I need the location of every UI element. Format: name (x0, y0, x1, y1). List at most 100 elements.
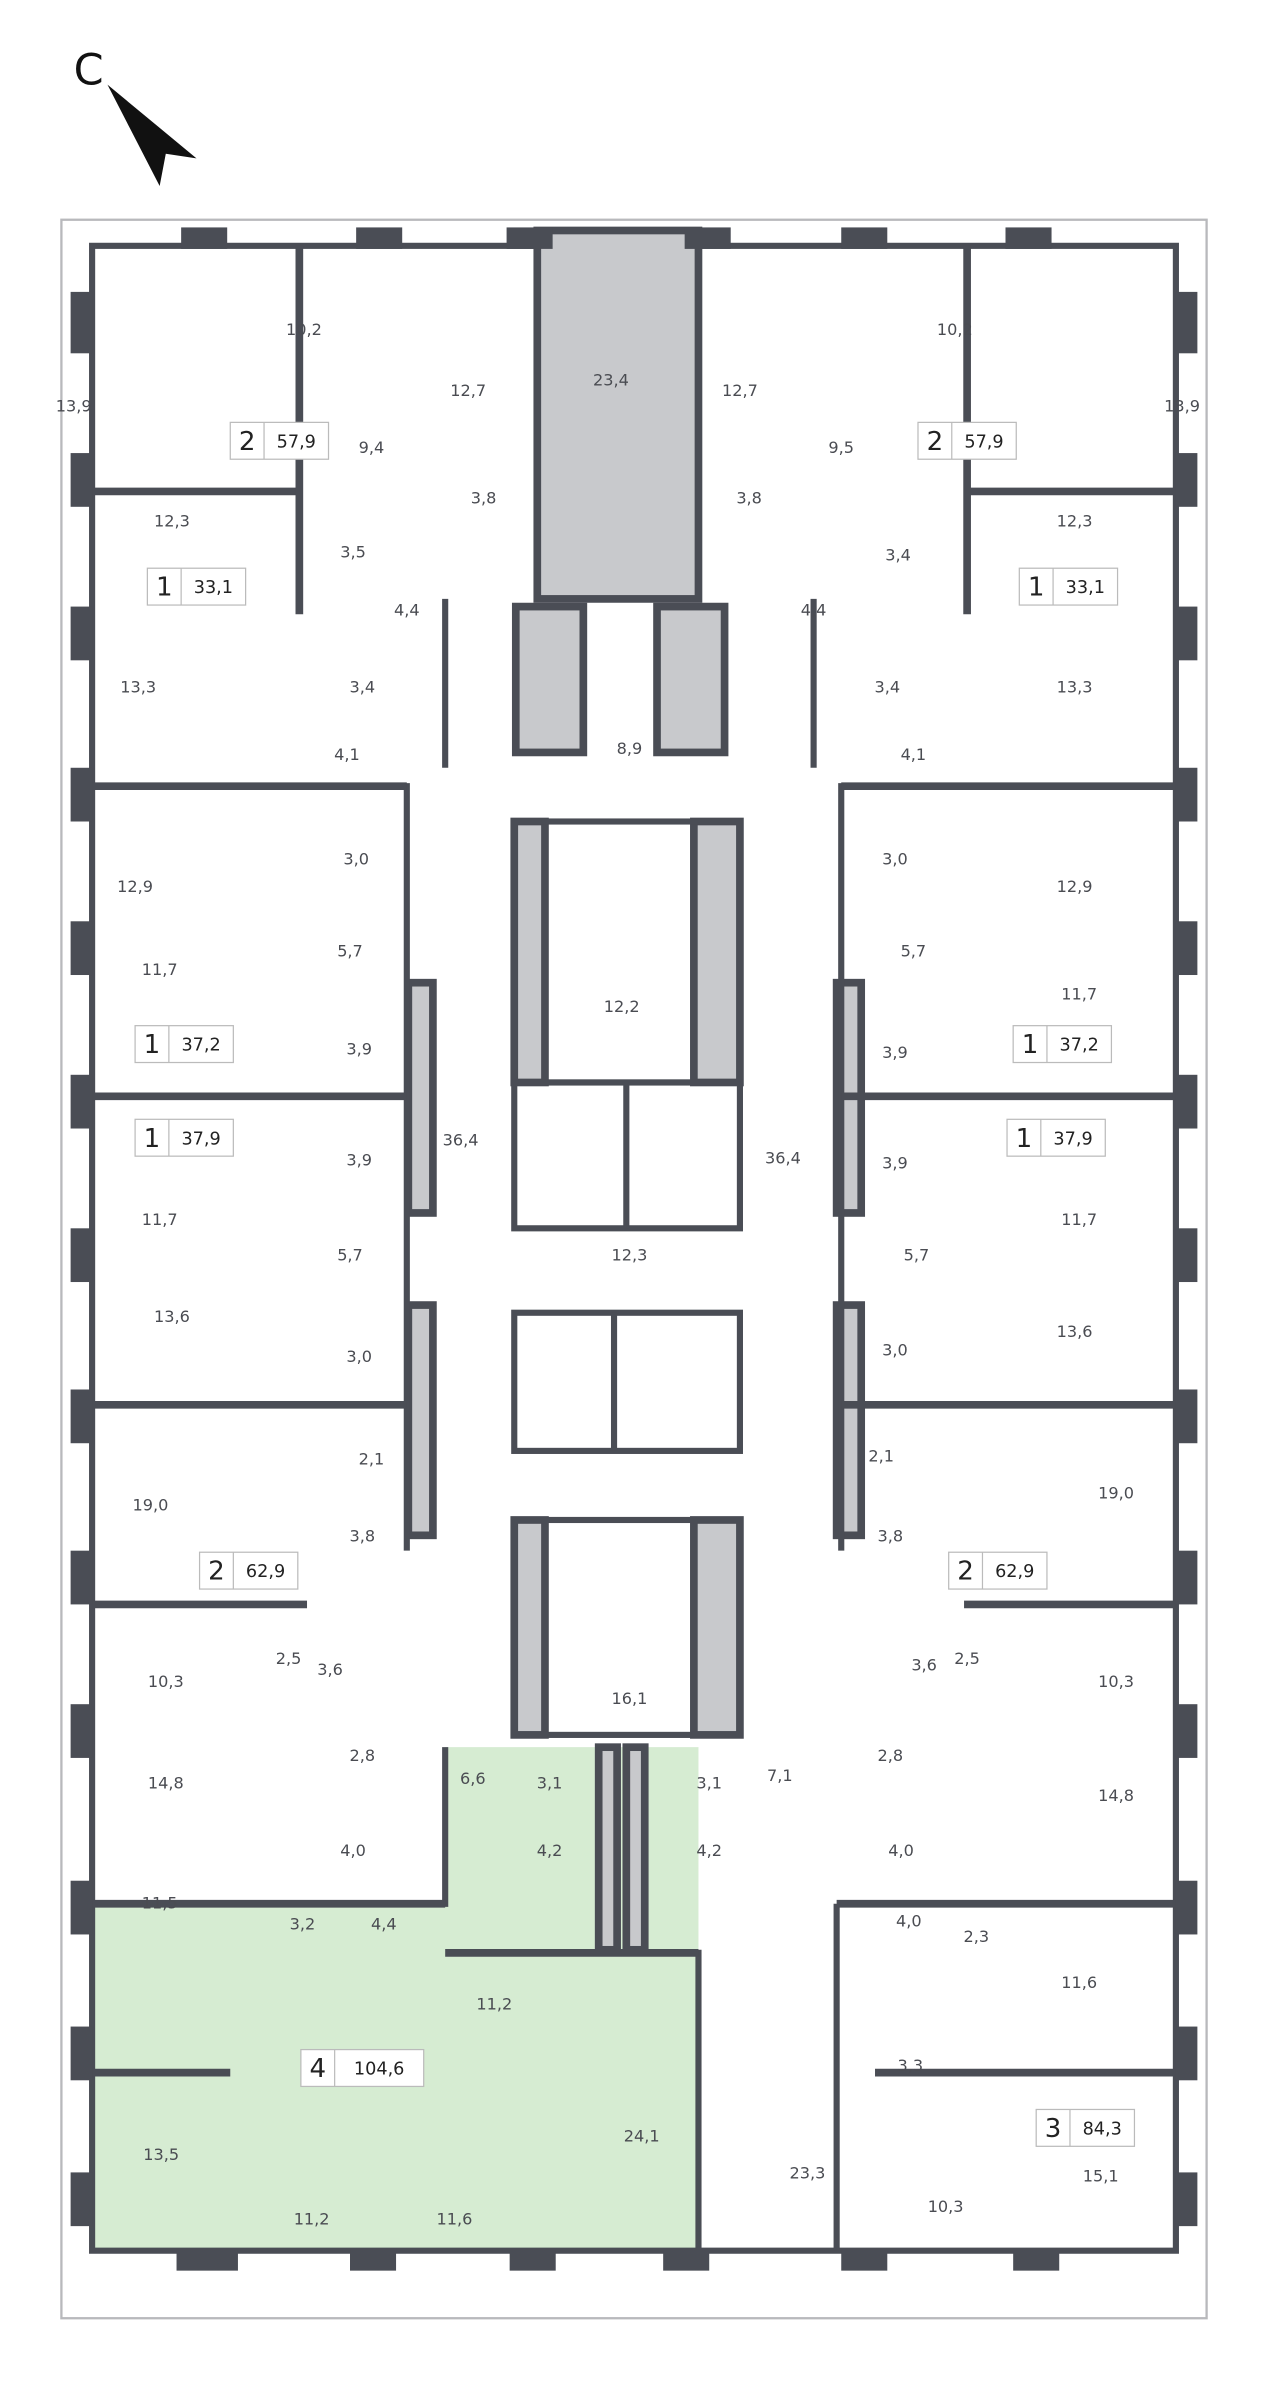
apartment-area: 37,9 (1053, 1129, 1092, 1149)
room-area-label: 10,2 (286, 320, 322, 339)
room-area-label: 3,1 (537, 1774, 563, 1793)
room-area-label: 19,0 (1098, 1483, 1134, 1502)
room-area-label: 12,3 (1057, 512, 1093, 531)
room-area-label: 3,9 (346, 1150, 372, 1169)
badge-box (948, 1551, 1048, 1590)
apartment-area: 57,9 (964, 432, 1003, 452)
room-area-label: 10,3 (1098, 1672, 1134, 1691)
room-area-label: 4,2 (537, 1841, 563, 1860)
room-area-label: 4,0 (888, 1841, 914, 1860)
room-area-label: 36,4 (443, 1130, 479, 1149)
room-area-label: 14,8 (148, 1774, 184, 1793)
room-area-label: 19,0 (133, 1496, 169, 1515)
badge-box (917, 421, 1017, 460)
badge-box (1035, 2108, 1136, 2147)
room-area-label: 2,8 (349, 1746, 375, 1765)
apartment-area: 33,1 (194, 578, 233, 598)
room-area-label: 8,9 (617, 739, 643, 758)
compass: С (74, 46, 197, 186)
room-area-label: 4,1 (901, 745, 927, 764)
room-area-label: 23,3 (790, 2163, 826, 2182)
badge-box (229, 421, 330, 460)
room-area-label: 11,7 (1061, 984, 1097, 1003)
apartment-rooms: 1 (156, 573, 173, 603)
room-area-label: 12,7 (450, 381, 486, 400)
room-area-label: 4,2 (696, 1841, 722, 1860)
badge-box (300, 2048, 425, 2088)
room-area-label: 4,4 (394, 601, 420, 620)
apartment-area: 33,1 (1066, 578, 1105, 598)
badge-box (198, 1551, 299, 1590)
room-area-label: 13,6 (154, 1307, 190, 1326)
room-area-label: 3,9 (882, 1043, 908, 1062)
room-area-label: 2,5 (276, 1649, 302, 1668)
apartment-area: 37,2 (181, 1036, 220, 1056)
room-area-label: 3,5 (340, 542, 366, 561)
room-area-label: 5,7 (901, 941, 927, 960)
room-area-label: 10,3 (928, 2197, 964, 2216)
room-area-label: 13,6 (1057, 1322, 1093, 1341)
room-area-label: 3,9 (882, 1153, 908, 1172)
badge-box (1006, 1118, 1106, 1157)
room-area-label: 13,3 (1057, 677, 1093, 696)
room-area-label: 24,1 (624, 2127, 660, 2146)
room-area-label: 4,0 (896, 1912, 922, 1931)
room-area-label: 3,8 (349, 1526, 375, 1545)
room-area-label: 11,7 (1061, 1210, 1097, 1229)
room-area-label: 23,4 (593, 370, 629, 389)
room-area-label: 12,2 (604, 997, 640, 1016)
badge-box (1018, 567, 1119, 606)
apartment-area: 57,9 (277, 432, 316, 452)
room-area-label: 11,6 (436, 2209, 472, 2228)
room-area-label: 3,1 (696, 1774, 722, 1793)
room-area-label: 13,9 (56, 397, 92, 416)
badge-box (134, 1118, 234, 1157)
room-area-label: 4,0 (340, 1841, 366, 1860)
room-area-label: 4,4 (371, 1915, 397, 1934)
badge-box (134, 1025, 234, 1064)
room-area-label: 4,4 (801, 601, 827, 620)
room-area-label: 15,1 (1083, 2167, 1119, 2186)
room-area-label: 10,3 (148, 1672, 184, 1691)
room-area-label: 12,9 (1057, 877, 1093, 896)
room-area-label: 2,8 (878, 1746, 904, 1765)
room-area-label: 12,3 (154, 512, 190, 531)
apartment-rooms: 2 (208, 1557, 225, 1587)
room-area-label: 11,6 (1061, 1973, 1097, 1992)
room-area-label: 3,8 (736, 489, 762, 508)
room-area-label: 3,8 (471, 489, 497, 508)
room-area-label: 3,4 (874, 677, 900, 696)
room-area-label: 3,6 (317, 1660, 343, 1679)
apartment-area: 84,3 (1083, 2119, 1122, 2139)
north-arrow-icon (107, 84, 197, 186)
apartment-rooms: 1 (1028, 573, 1045, 603)
badge-box (146, 567, 247, 606)
apartment-area: 37,2 (1060, 1036, 1099, 1056)
room-area-label: 12,9 (117, 877, 153, 896)
windows (70, 227, 1198, 2271)
apartment-rooms: 1 (144, 1030, 161, 1060)
apartment-rooms: 2 (239, 427, 256, 457)
room-area-label: 2,1 (359, 1450, 385, 1469)
apartment-area: 62,9 (995, 1562, 1034, 1582)
room-area-label: 6,6 (460, 1769, 486, 1788)
room-area-label: 11,2 (294, 2209, 330, 2228)
apartment-area: 104,6 (354, 2060, 405, 2080)
room-area-label: 11,7 (142, 960, 178, 979)
badge-box (1012, 1025, 1113, 1064)
apartment-rooms: 1 (1022, 1030, 1039, 1060)
apartment-rooms: 1 (1016, 1124, 1033, 1154)
